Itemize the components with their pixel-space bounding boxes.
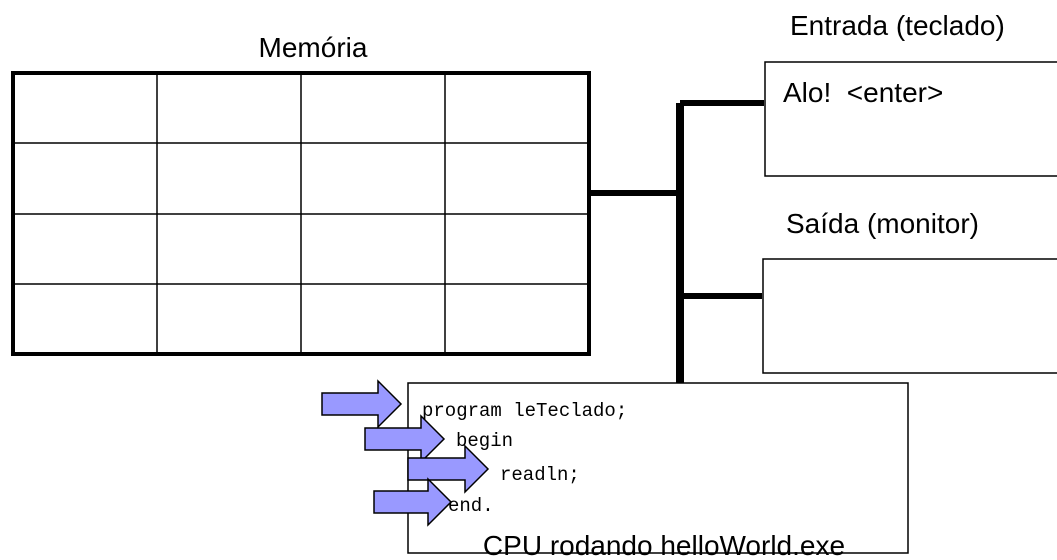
input-box-frame [764, 61, 1057, 177]
output-box [762, 258, 1057, 374]
output-title: Saída (monitor) [786, 208, 979, 239]
memory-title: Memória [259, 32, 368, 63]
code-line: readln; [500, 464, 580, 486]
input-box [764, 61, 1057, 177]
right-arrow-icon [364, 414, 446, 464]
instruction-pointers [321, 379, 490, 527]
code-line: program leTeclado; [422, 400, 627, 422]
right-arrow-icon [407, 444, 490, 494]
input-content: Alo! <enter> [783, 77, 943, 108]
right-arrow-icon [321, 379, 403, 429]
code-line: end. [448, 495, 494, 517]
cpu-code-box [407, 382, 909, 554]
input-title: Entrada (teclado) [790, 10, 1005, 41]
memory-grid [11, 71, 591, 356]
cpu-caption: CPU rodando helloWorld.exe [483, 530, 845, 560]
system-bus [589, 100, 764, 386]
code-line: begin [456, 430, 513, 452]
right-arrow-icon [373, 477, 453, 527]
